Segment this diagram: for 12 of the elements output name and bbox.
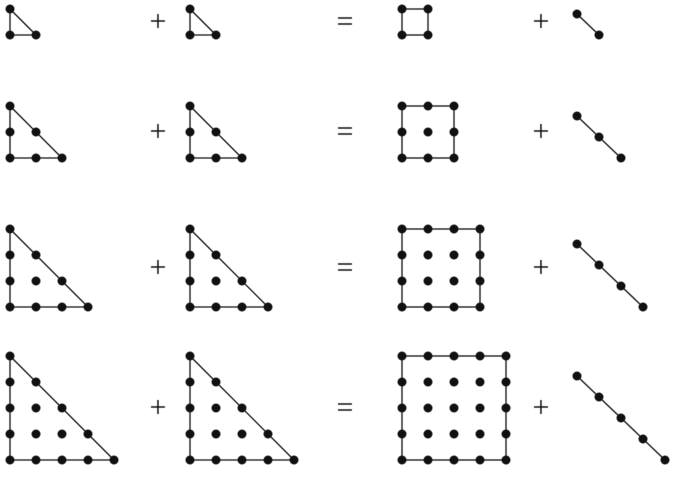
plus-sign: +: [532, 253, 550, 283]
equals-sign: =: [336, 7, 354, 37]
plus-sign: +: [150, 393, 166, 423]
plus-sign: +: [150, 7, 166, 37]
plus-sign: +: [150, 253, 166, 283]
equals-sign: =: [336, 393, 354, 423]
equals-sign: =: [336, 117, 354, 147]
plus-sign: +: [532, 117, 550, 147]
plus-sign: +: [532, 7, 550, 37]
plus-sign: +: [150, 117, 166, 147]
equals-sign: =: [336, 253, 354, 283]
plus-sign: +: [532, 393, 550, 423]
